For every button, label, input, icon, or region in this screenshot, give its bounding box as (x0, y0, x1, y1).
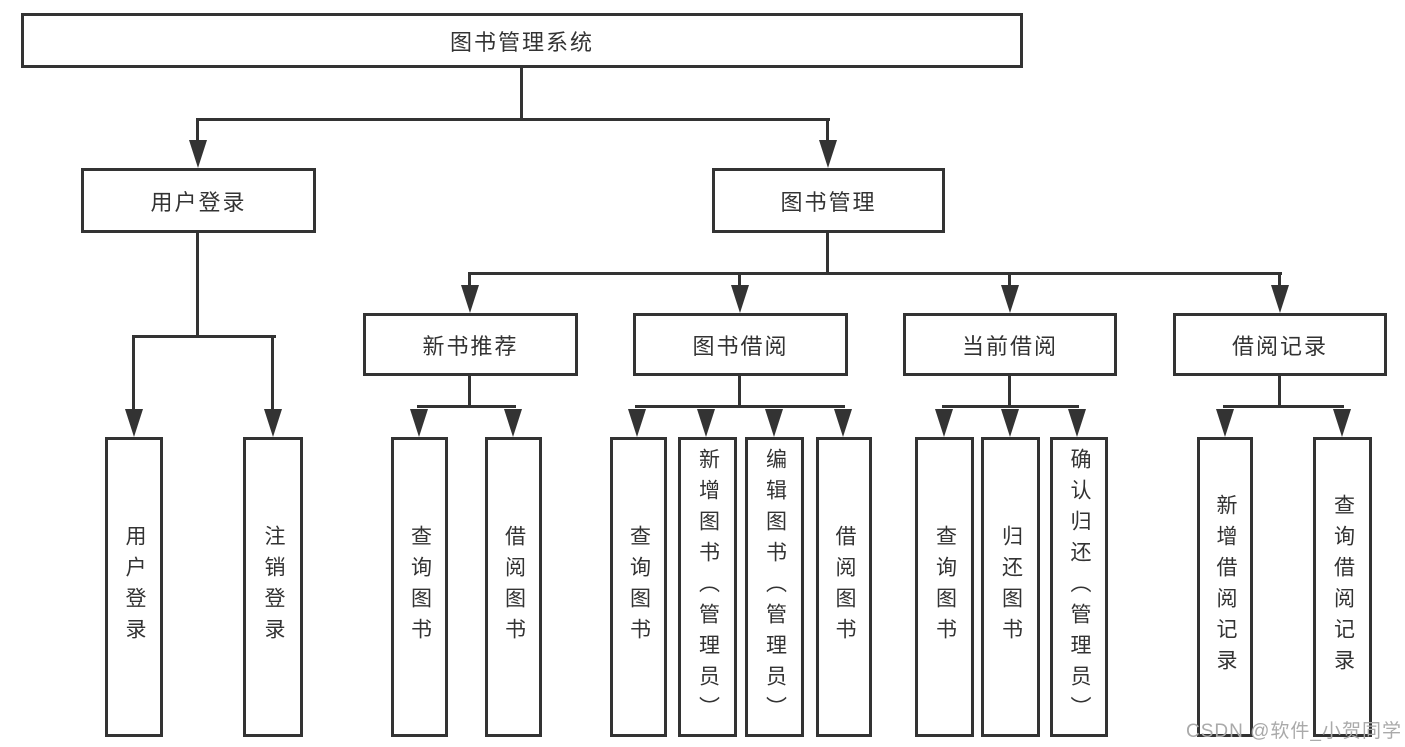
arrowhead-leaf-query-books-1 (410, 409, 428, 437)
connector-drop-leaf-logout (271, 335, 274, 410)
leaf-logout: 注销登录 (243, 437, 303, 737)
leaf-user-login: 用户登录 (105, 437, 163, 737)
leaf-user-login-label: 用户登录 (123, 525, 146, 649)
node-new-book-recommend: 新书推荐 (363, 313, 578, 376)
arrowhead-book-management (819, 140, 837, 168)
connector-book-management-bar (468, 272, 1282, 275)
node-borrow-records-label: 借阅记录 (1231, 333, 1328, 359)
leaf-query-books-current: 查询图书 (915, 437, 974, 737)
connector-drop-book-management (826, 118, 829, 146)
leaf-logout-label: 注销登录 (262, 525, 285, 649)
connector-root-bar (196, 118, 830, 121)
connector-borrow-records-bar (1223, 405, 1344, 408)
leaf-edit-book-admin-label: 编辑图书（管理员） (763, 447, 787, 727)
leaf-query-borrow-record: 查询借阅记录 (1313, 437, 1372, 737)
leaf-add-borrow-record: 新增借阅记录 (1197, 437, 1253, 737)
connector-current-borrow-bar (942, 405, 1079, 408)
connector-drop-borrow-records (1278, 272, 1281, 287)
node-current-borrow-label: 当前借阅 (961, 333, 1058, 359)
connector-new-books-stem (468, 375, 471, 407)
watermark-label: CSDN @软件_小贺同学 (1186, 721, 1402, 742)
arrowhead-leaf-return-book (1001, 409, 1019, 437)
leaf-borrow-books-recommend-label: 借阅图书 (502, 525, 526, 649)
arrowhead-leaf-query-books-3 (935, 409, 953, 437)
arrowhead-leaf-add-record (1216, 409, 1234, 437)
leaf-query-borrow-record-label: 查询借阅记录 (1331, 494, 1355, 680)
node-current-borrow: 当前借阅 (903, 313, 1117, 376)
leaf-add-book-admin: 新增图书（管理员） (678, 437, 737, 737)
node-book-borrow: 图书借阅 (633, 313, 848, 376)
leaf-return-book-label: 归还图书 (999, 525, 1023, 649)
leaf-add-borrow-record-label: 新增借阅记录 (1214, 494, 1237, 680)
node-book-management: 图书管理 (712, 168, 945, 233)
leaf-edit-book-admin: 编辑图书（管理员） (745, 437, 804, 737)
node-root: 图书管理系统 (21, 13, 1023, 68)
leaf-confirm-return-admin-label: 确认归还（管理员） (1068, 447, 1091, 727)
node-user-login: 用户登录 (81, 168, 316, 233)
arrowhead-book-borrow (731, 285, 749, 313)
connector-drop-new-books (468, 272, 471, 287)
arrowhead-leaf-borrow-books-2 (834, 409, 852, 437)
leaf-query-books-borrow: 查询图书 (610, 437, 667, 737)
connector-user-login-bar (132, 335, 276, 338)
leaf-query-books-current-label: 查询图书 (933, 525, 957, 649)
connector-drop-book-borrow (738, 272, 741, 287)
connector-drop-leaf-login (132, 335, 135, 410)
watermark: CSDN @软件_小贺同学 (1186, 716, 1402, 743)
arrowhead-leaf-logout (264, 409, 282, 437)
leaf-borrow-books-borrow: 借阅图书 (816, 437, 872, 737)
arrowhead-leaf-confirm-return (1068, 409, 1086, 437)
arrowhead-leaf-borrow-books-1 (504, 409, 522, 437)
node-book-management-label: 图书管理 (780, 189, 877, 215)
node-book-borrow-label: 图书借阅 (692, 333, 789, 359)
connector-book-management-stem (826, 233, 829, 274)
connector-new-books-bar (417, 405, 516, 408)
arrowhead-current-borrow (1001, 285, 1019, 313)
leaf-query-books-recommend-label: 查询图书 (408, 525, 432, 649)
arrowhead-user-login (189, 140, 207, 168)
leaf-borrow-books-borrow-label: 借阅图书 (833, 525, 856, 649)
node-new-book-recommend-label: 新书推荐 (422, 333, 519, 359)
connector-book-borrow-bar (635, 405, 845, 408)
connector-drop-current-borrow (1008, 272, 1011, 287)
leaf-query-books-borrow-label: 查询图书 (627, 525, 651, 649)
leaf-borrow-books-recommend: 借阅图书 (485, 437, 542, 737)
arrowhead-leaf-edit-book (765, 409, 783, 437)
node-root-label: 图书管理系统 (449, 29, 594, 55)
arrowhead-leaf-add-book (697, 409, 715, 437)
arrowhead-new-books (461, 285, 479, 313)
arrowhead-leaf-login (125, 409, 143, 437)
connector-root-stem (520, 68, 523, 120)
connector-user-login-stem (196, 233, 199, 337)
node-borrow-records: 借阅记录 (1173, 313, 1387, 376)
arrowhead-leaf-query-record (1333, 409, 1351, 437)
leaf-confirm-return-admin: 确认归还（管理员） (1050, 437, 1108, 737)
connector-borrow-records-stem (1278, 375, 1281, 407)
node-user-login-label: 用户登录 (150, 189, 247, 215)
leaf-return-book: 归还图书 (981, 437, 1040, 737)
connector-book-borrow-stem (738, 375, 741, 407)
connector-current-borrow-stem (1008, 375, 1011, 407)
leaf-query-books-recommend: 查询图书 (391, 437, 448, 737)
connector-drop-user-login (196, 118, 199, 146)
leaf-add-book-admin-label: 新增图书（管理员） (696, 447, 720, 727)
arrowhead-leaf-query-books-2 (628, 409, 646, 437)
arrowhead-borrow-records (1271, 285, 1289, 313)
